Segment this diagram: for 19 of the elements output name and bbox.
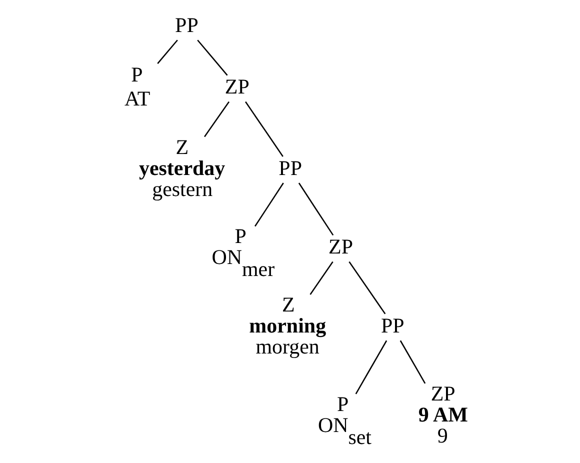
node-text: Z yesterday gestern	[138, 134, 225, 201]
node-text: PP	[380, 313, 404, 338]
node-text: PP	[174, 12, 198, 37]
node-text: Z morning morgen	[248, 292, 326, 358]
connector	[196, 40, 228, 76]
connector	[244, 101, 283, 157]
connector	[354, 340, 387, 394]
connector	[156, 40, 178, 64]
connector	[399, 340, 426, 384]
node-text: ZP	[328, 234, 353, 259]
connector	[254, 182, 284, 227]
node-text: ZP 9 AM 9	[418, 381, 468, 448]
connector	[298, 182, 334, 236]
connector	[348, 261, 386, 314]
connector	[309, 261, 333, 295]
connector	[204, 101, 230, 138]
node-text: ZP	[224, 74, 249, 98]
node-text: P AT	[124, 62, 150, 110]
node-text: PP	[278, 156, 302, 180]
